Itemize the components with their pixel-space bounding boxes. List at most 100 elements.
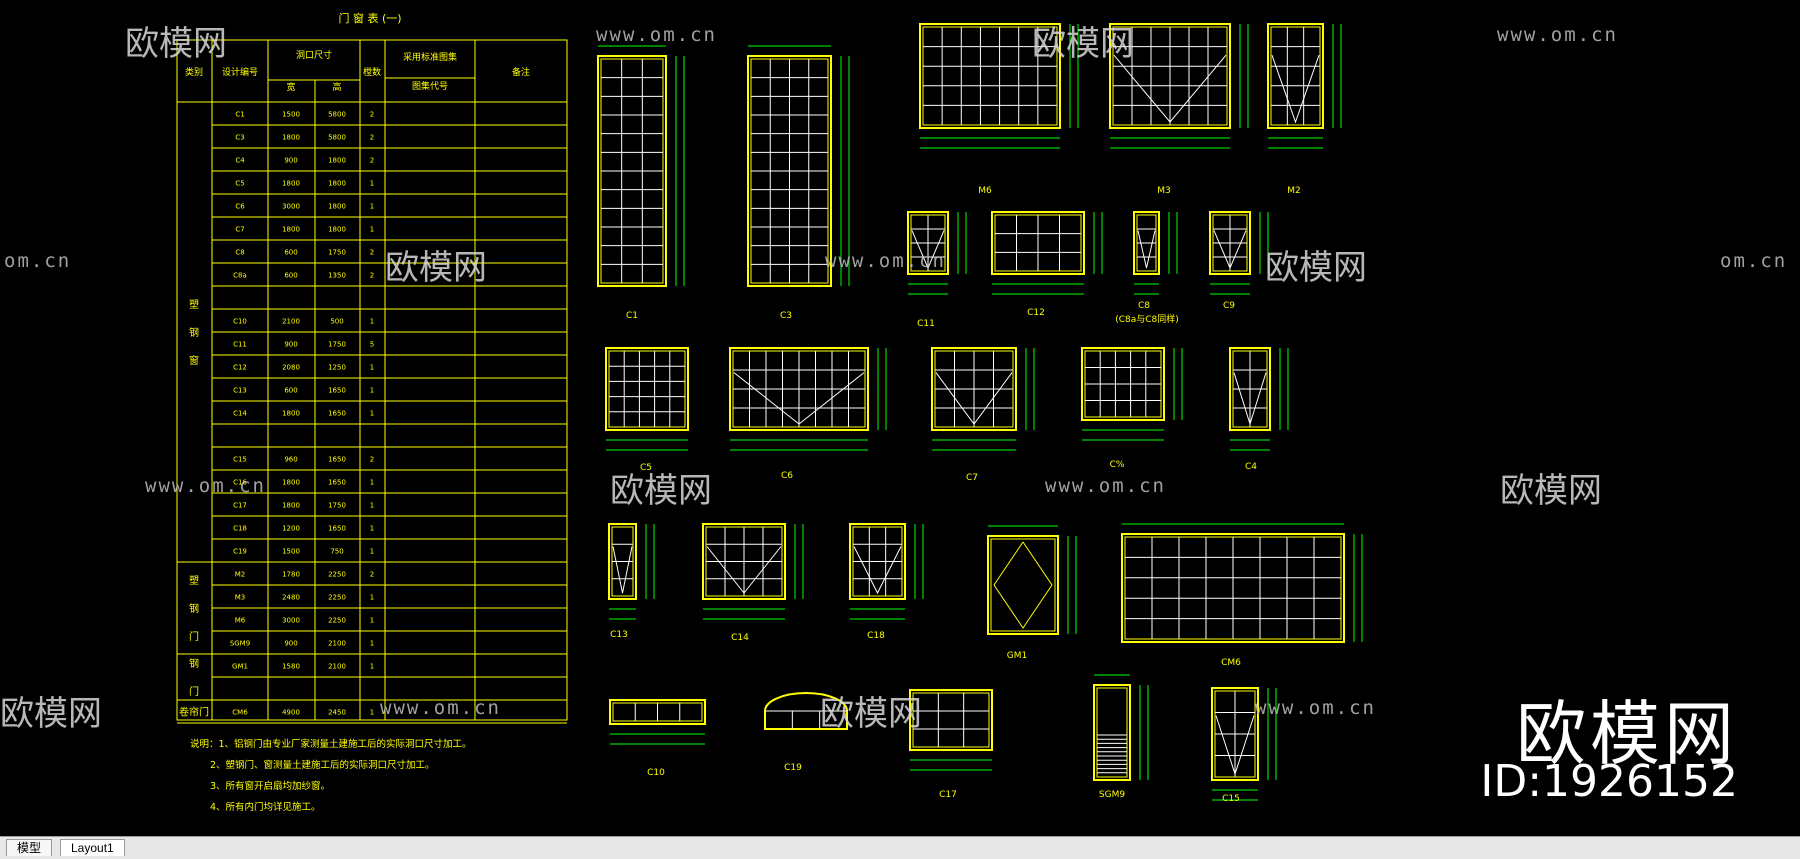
drawing-label: M2 <box>1287 186 1301 196</box>
table-group-label: 钢 <box>189 602 199 615</box>
table-cell-count: 2 <box>370 134 374 142</box>
window-M3 <box>1109 23 1231 129</box>
brand-id: ID:1926152 <box>1480 756 1738 807</box>
table-cell-count: 1 <box>370 709 374 717</box>
table-cell-height: 5800 <box>328 111 346 119</box>
window-C7-swing <box>935 372 1013 425</box>
window-C15-swing <box>1215 715 1255 776</box>
window-C18 <box>849 523 906 600</box>
window-C17-inner <box>912 692 990 748</box>
table-cell-count: 2 <box>370 272 374 280</box>
watermark-url: www.om.cn <box>380 697 501 719</box>
brand-logo-text: 欧模网 <box>1516 693 1738 775</box>
table-cell-count: 2 <box>370 456 374 464</box>
tab-layout1[interactable]: Layout1 <box>60 839 125 856</box>
table-cell-width: 1780 <box>282 571 300 579</box>
watermark-brand: 欧模网 <box>1265 248 1367 288</box>
table-cell-count: 1 <box>370 479 374 487</box>
table-cell-code: C4 <box>235 157 245 165</box>
layout-tab-bar: 模型 Layout1 <box>0 836 1800 859</box>
drawing-label: C11 <box>917 319 935 329</box>
drawing-label: (C8a与C8同样) <box>1115 313 1179 325</box>
watermark-brand: 欧模网 <box>610 471 712 511</box>
drawing-label: C10 <box>647 768 665 778</box>
table-cell-code: M2 <box>235 571 246 579</box>
table-cell-width: 1800 <box>282 479 300 487</box>
table-cell-code: C8 <box>235 249 244 257</box>
window-C11 <box>907 211 949 275</box>
table-cell-code: C8a <box>233 272 247 280</box>
table-cell-code: C10 <box>233 318 247 326</box>
window-C17 <box>909 689 993 751</box>
table-cell-height: 1650 <box>328 410 346 418</box>
window-C14-swing <box>706 546 782 594</box>
drawing-label: C15 <box>1222 794 1240 804</box>
table-cell-width: 3000 <box>282 617 300 625</box>
note-4: 4、所有内门均详见施工。 <box>210 802 321 813</box>
table-group-label: 门 <box>189 630 199 643</box>
window-C10 <box>609 699 706 725</box>
table-cell-height: 1800 <box>328 226 346 234</box>
table-cell-height: 5800 <box>328 134 346 142</box>
table-cell-count: 1 <box>370 548 374 556</box>
table-cell-width: 2100 <box>282 318 300 326</box>
window-M6 <box>919 23 1061 129</box>
drawing-label: C1 <box>626 311 638 321</box>
table-cell-width: 1500 <box>282 111 300 119</box>
table-cell-width: 1800 <box>282 180 300 188</box>
window-M6-inner <box>922 26 1058 126</box>
table-cell-code: C5 <box>235 180 244 188</box>
note-2: 2、塑钢门、窗测量土建施工后的实际洞口尺寸加工。 <box>210 760 435 771</box>
window-C8 <box>1133 211 1160 275</box>
table-cell-width: 1580 <box>282 663 300 671</box>
table-cell-count: 1 <box>370 410 374 418</box>
table-cell-height: 1800 <box>328 203 346 211</box>
note-1: 说明：1、铝钢门由专业厂家测量土建施工后的实际洞口尺寸加工。 <box>190 739 472 750</box>
table-cell-width: 3000 <box>282 203 300 211</box>
watermark-url: www.om.cn <box>825 250 946 272</box>
table-cell-width: 1500 <box>282 548 300 556</box>
watermark-url: www.om.cn <box>1045 475 1166 497</box>
table-cell-height: 500 <box>330 318 343 326</box>
header-width: 宽 <box>286 81 295 93</box>
table-cell-count: 1 <box>370 387 374 395</box>
window-C4-swing <box>1233 372 1267 426</box>
table-cell-width: 2480 <box>282 594 300 602</box>
table-cell-height: 1650 <box>328 456 346 464</box>
drawing-label: C14 <box>731 633 749 643</box>
window-C6-swing <box>733 372 865 425</box>
drawing-label: C3 <box>780 311 792 321</box>
header-opening: 洞口尺寸 <box>296 49 332 61</box>
table-cell-count: 1 <box>370 594 374 602</box>
table-cell-code: M6 <box>235 617 246 625</box>
window-C15 <box>1211 687 1259 781</box>
table-cell-count: 1 <box>370 318 374 326</box>
table-cell-code: C15 <box>233 456 247 464</box>
table-cell-count: 1 <box>370 364 374 372</box>
tab-model[interactable]: 模型 <box>6 839 53 856</box>
drawing-label: C7 <box>966 473 978 483</box>
table-cell-code: C18 <box>233 525 247 533</box>
table-cell-count: 2 <box>370 249 374 257</box>
table-group-label: 塑 <box>189 575 199 587</box>
table-group-label: 塑 <box>189 299 199 311</box>
door-GM1 <box>987 535 1059 635</box>
table-cell-code: SGM9 <box>230 640 250 648</box>
table-cell-width: 900 <box>284 640 297 648</box>
table-cell-code: C17 <box>233 502 247 510</box>
drawing-label: C5 <box>640 463 652 473</box>
table-cell-count: 1 <box>370 617 374 625</box>
table-cell-height: 750 <box>330 548 343 556</box>
drawing-label: C% <box>1110 460 1125 470</box>
window-C6 <box>729 347 869 431</box>
table-cell-height: 1800 <box>328 180 346 188</box>
table-cell-height: 1750 <box>328 249 346 257</box>
watermark-url: om.cn <box>4 250 72 272</box>
table-cell-count: 1 <box>370 640 374 648</box>
table-cell-count: 1 <box>370 502 374 510</box>
window-C13-swing <box>612 546 633 594</box>
table-cell-height: 1650 <box>328 479 346 487</box>
drawing-label: C13 <box>610 630 628 640</box>
drawing-label: M6 <box>978 186 992 196</box>
